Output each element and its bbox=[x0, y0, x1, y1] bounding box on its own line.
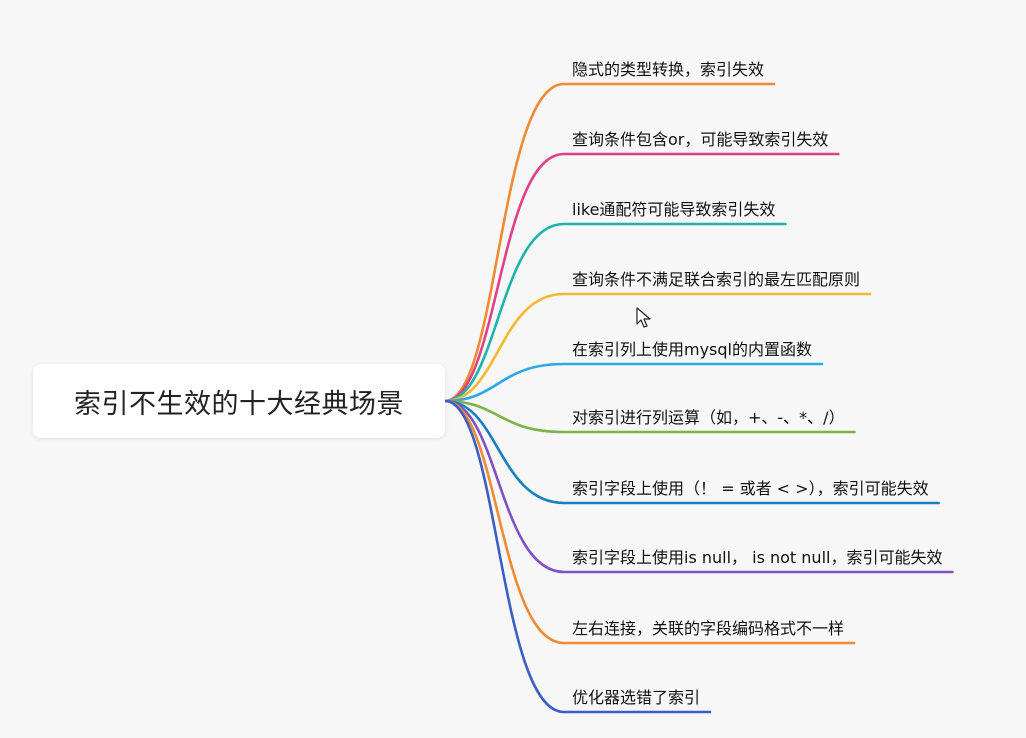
mouse-pointer-icon bbox=[636, 307, 651, 328]
branch-connector bbox=[443, 399, 954, 574]
branch-node-label: 索引字段上使用（！ = 或者 < >），索引可能失效 bbox=[572, 479, 929, 498]
branch-node[interactable]: 查询条件不满足联合索引的最左匹配原则 bbox=[572, 268, 860, 292]
branch-node-label: 在索引列上使用mysql的内置函数 bbox=[572, 340, 812, 359]
branch-node[interactable]: 隐式的类型转换，索引失效 bbox=[572, 58, 764, 82]
branch-node-label: 左右连接，关联的字段编码格式不一样 bbox=[572, 619, 845, 638]
branch-connector bbox=[443, 152, 840, 403]
branch-node-label: 隐式的类型转换，索引失效 bbox=[572, 60, 765, 79]
branch-connector bbox=[443, 399, 712, 714]
branch-connector bbox=[443, 292, 872, 403]
branch-node[interactable]: 优化器选错了索引 bbox=[572, 686, 700, 710]
branch-connector bbox=[443, 399, 856, 645]
branch-node-label: 查询条件不满足联合索引的最左匹配原则 bbox=[572, 270, 861, 289]
branch-node[interactable]: 在索引列上使用mysql的内置函数 bbox=[572, 338, 812, 362]
branch-node[interactable]: 对索引进行列运算（如，+、-、*、/） bbox=[572, 406, 845, 430]
branch-node[interactable]: 左右连接，关联的字段编码格式不一样 bbox=[572, 617, 844, 641]
branch-node[interactable]: like通配符可能导致索引失效 bbox=[572, 198, 775, 222]
branch-node-label: 优化器选错了索引 bbox=[572, 688, 701, 707]
branch-connector bbox=[443, 362, 824, 403]
branch-node[interactable]: 索引字段上使用（！ = 或者 < >），索引可能失效 bbox=[572, 477, 929, 501]
branch-connector bbox=[443, 222, 787, 403]
branch-node[interactable]: 索引字段上使用is null， is not null，索引可能失效 bbox=[572, 546, 942, 570]
branch-connector bbox=[443, 82, 776, 403]
root-node-label: 索引不生效的十大经典场景 bbox=[74, 388, 404, 420]
branch-node-label: 对索引进行列运算（如，+、-、*、/） bbox=[572, 408, 845, 427]
branch-node-label: 索引字段上使用is null， is not null，索引可能失效 bbox=[572, 548, 943, 567]
root-node[interactable]: 索引不生效的十大经典场景 bbox=[33, 364, 445, 438]
branch-node-label: 查询条件包含or，可能导致索引失效 bbox=[572, 130, 829, 149]
branch-node-label: like通配符可能导致索引失效 bbox=[572, 200, 776, 219]
branch-connector bbox=[443, 399, 940, 505]
branch-node[interactable]: 查询条件包含or，可能导致索引失效 bbox=[572, 128, 828, 152]
branch-connector bbox=[443, 399, 856, 434]
